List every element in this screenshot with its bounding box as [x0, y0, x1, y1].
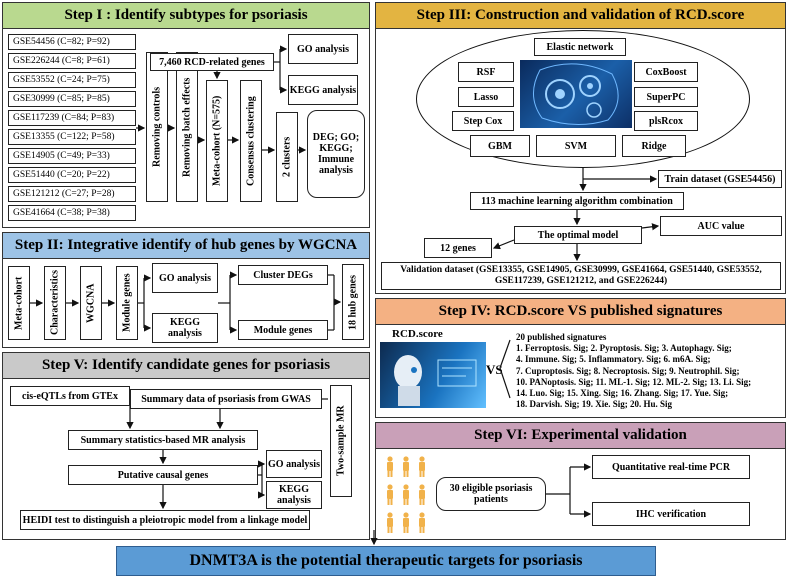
signature-line: 4. Immune. Sig; 5. Inflammatory. Sig; 6.…	[516, 354, 711, 365]
step5-header: Step V: Identify candidate genes for pso…	[3, 353, 369, 379]
wgcna-box: WGCNA	[80, 266, 102, 340]
module-genes-vertical-box: Module genes	[116, 266, 138, 340]
dataset-item: GSE41664 (C=38; P=38)	[8, 205, 136, 221]
dataset-item: GSE13355 (C=122; P=58)	[8, 129, 136, 145]
dataset-item: GSE117239 (C=84; P=83)	[8, 110, 136, 126]
person-icon	[387, 484, 393, 505]
step5-panel: Step V: Identify candidate genes for pso…	[2, 352, 370, 540]
meta-cohort-box: Meta-cohort (N=575)	[206, 80, 228, 202]
signature-line: 18. Darvish. Sig; 19. Xie. Sig; 20. Hu. …	[516, 399, 673, 410]
two-clusters-box: 2 clusters	[276, 112, 298, 202]
kegg-analysis-box: KEGG analysis	[288, 75, 358, 105]
dataset-item: GSE121212 (C=27; P=28)	[8, 186, 136, 202]
person-icon	[419, 484, 425, 505]
dataset-item: GSE30999 (C=85; P=85)	[8, 91, 136, 107]
auc-value-box: AUC value	[660, 216, 782, 236]
person-icon	[403, 512, 409, 533]
go-analysis-box: GO analysis	[288, 34, 358, 64]
step-cox-box: Step Cox	[452, 111, 514, 131]
consensus-clustering-box: Consensus clustering	[240, 80, 262, 202]
person-icon	[403, 456, 409, 477]
svm-box: SVM	[536, 135, 616, 157]
plsrcox-box: plsRcox	[634, 111, 698, 131]
step2-panel: Step II: Integrative identify of hub gen…	[2, 232, 370, 348]
step4-panel: Step IV: RCD.score VS published signatur…	[375, 298, 786, 418]
step6-header: Step VI: Experimental validation	[376, 423, 785, 449]
signature-line: 1. Ferroptosis. Sig; 2. Pyroptosis. Sig;…	[516, 343, 732, 354]
conclusion-banner: DNMT3A is the potential therapeutic targ…	[116, 546, 656, 576]
validation-dataset-box: Validation dataset (GSE13355, GSE14905, …	[381, 262, 781, 290]
person-icon	[403, 484, 409, 505]
go-analysis-box: GO analysis	[266, 450, 322, 478]
removing-controls-box: Removing controls	[146, 52, 168, 202]
optimal-model-box: The optimal model	[514, 226, 642, 244]
signature-line: 10. PANoptosis. Sig; 11. ML-1. Sig; 12. …	[516, 376, 752, 387]
step2-header: Step II: Integrative identify of hub gen…	[3, 233, 369, 259]
superpc-box: SuperPC	[634, 87, 698, 107]
rcdscore-label: RCD.score	[392, 328, 443, 340]
rcd-genes-box: 7,460 RCD-related genes	[150, 53, 274, 71]
kegg-analysis-box: KEGG analysis	[152, 313, 218, 343]
published-signatures-list: 20 published signatures 1. Ferroptosis. …	[516, 332, 751, 410]
two-sample-mr-box: Two-sample MR	[330, 385, 352, 497]
deg-box: DEG; GO; KEGG; Immune analysis	[307, 110, 365, 198]
step1-header: Step I : Identify subtypes for psoriasis	[3, 3, 369, 29]
gear-icon	[533, 63, 619, 126]
vs-label: VS	[486, 362, 503, 377]
lasso-box: Lasso	[458, 87, 514, 107]
step4-header: Step IV: RCD.score VS published signatur…	[376, 299, 785, 325]
person-icon	[419, 456, 425, 477]
person-icon	[387, 456, 393, 477]
cluster-degs-box: Cluster DEGs	[238, 265, 328, 285]
twelve-genes-box: 12 genes	[424, 238, 492, 258]
kegg-analysis-box: KEGG analysis	[266, 481, 322, 509]
dataset-item: GSE53552 (C=24; P=75)	[8, 72, 136, 88]
module-genes-box: Module genes	[238, 320, 328, 340]
step3-panel: Step III: Construction and validation of…	[375, 2, 786, 294]
person-icon	[419, 512, 425, 533]
meta-cohort-box: Meta-cohort	[8, 266, 30, 340]
ai-brain-image	[520, 60, 632, 128]
step1-panel: Step I : Identify subtypes for psoriasis	[2, 2, 370, 228]
ihc-box: IHC verification	[592, 502, 750, 526]
rsf-box: RSF	[458, 62, 514, 82]
robot-image	[380, 342, 486, 408]
dataset-item: GSE14905 (C=49; P=33)	[8, 148, 136, 164]
go-analysis-box: GO analysis	[152, 263, 218, 293]
putative-genes-box: Putative causal genes	[68, 465, 258, 485]
heidi-test-box: HEIDI test to distinguish a pleiotropic …	[20, 510, 310, 530]
validation-line: GSE117239, GSE121212, and GSE226244)	[494, 276, 668, 286]
signature-line: 20 published signatures	[516, 332, 607, 342]
patients-box: 30 eligible psoriasis patients	[436, 477, 546, 511]
hub-genes-box: 18 hub genes	[342, 264, 364, 340]
dataset-item: GSE226244 (C=8; P=61)	[8, 53, 136, 69]
characteristics-box: Characteristics	[44, 266, 66, 340]
algorithm-ellipse	[416, 30, 750, 168]
person-icon	[387, 512, 393, 533]
dataset-item: GSE54456 (C=82; P=92)	[8, 34, 136, 50]
validation-line: Validation dataset (GSE13355, GSE14905, …	[400, 265, 762, 275]
eqtl-box: cis-eQTLs from GTEx	[10, 386, 130, 406]
algorithm-combination-box: 113 machine learning algorithm combinati…	[470, 192, 684, 210]
train-dataset-box: Train dataset (GSE54456)	[658, 170, 782, 188]
signature-line: 7. Cuproptosis. Sig; 8. Necroptosis. Sig…	[516, 365, 740, 376]
ridge-box: Ridge	[622, 135, 686, 157]
step3-header: Step III: Construction and validation of…	[376, 3, 785, 29]
removing-batch-box: Removing batch effects	[176, 52, 198, 202]
qpcr-box: Quantitative real-time PCR	[592, 455, 750, 479]
gbm-box: GBM	[470, 135, 530, 157]
gwas-box: Summary data of psoriasis from GWAS	[130, 389, 322, 409]
coxboost-box: CoxBoost	[634, 62, 698, 82]
robot-icon	[394, 355, 477, 406]
dataset-item: GSE51440 (C=20; P=22)	[8, 167, 136, 183]
signature-line: 14. Luo. Sig; 15. Xing. Sig; 16. Zhang. …	[516, 388, 729, 399]
elastic-network-box: Elastic network	[534, 38, 626, 56]
mr-analysis-box: Summary statistics-based MR analysis	[68, 430, 258, 450]
step6-panel: Step VI: Experimental validation	[375, 422, 786, 540]
